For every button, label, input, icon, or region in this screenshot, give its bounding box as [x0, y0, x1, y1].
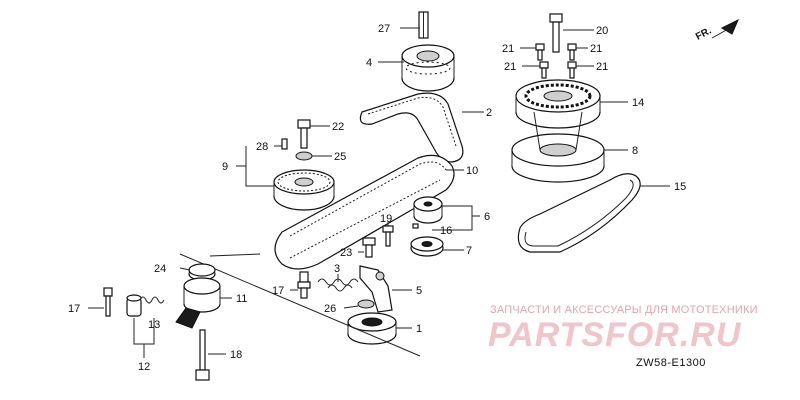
callout-18: 18 [230, 349, 242, 361]
callout-7: 7 [466, 245, 472, 257]
watermark-tagline: ЗАПЧАСТИ И АКСЕССУАРЫ ДЛЯ МОТОТЕХНИКИ [490, 304, 758, 316]
callout-2: 2 [486, 107, 492, 119]
callout-1: 1 [416, 323, 422, 335]
leader-lines [88, 27, 670, 358]
callout-6: 6 [484, 211, 490, 223]
part-14-cooling-fan [515, 79, 601, 129]
callout-25: 25 [334, 151, 346, 163]
callout-11: 11 [236, 293, 247, 305]
part-17-bolt-left [103, 287, 113, 317]
part-5-tensioner-arm [359, 265, 393, 313]
part-22-bolt [297, 119, 311, 149]
part-17-bolt-middle [297, 271, 311, 299]
part-27-pin [418, 11, 429, 39]
callout-21-a: 21 [502, 43, 514, 55]
callout-14: 14 [632, 97, 644, 109]
part-21-bolts [535, 43, 577, 79]
callout-5: 5 [416, 285, 422, 297]
callout-9: 9 [222, 161, 228, 173]
part-25-washer [295, 151, 313, 161]
part-6-gear [413, 196, 443, 224]
callout-16: 16 [440, 225, 452, 237]
part-28-pin [281, 138, 288, 150]
part-2-timing-belt [359, 92, 464, 163]
callout-17-left: 17 [68, 303, 80, 315]
part-11-tensioner [175, 277, 221, 329]
callout-22: 22 [332, 121, 344, 133]
part-15-v-belt [517, 173, 641, 253]
callout-13: 13 [148, 319, 160, 331]
watermark-logo: PARTSFOR.RU [488, 316, 742, 354]
callout-27: 27 [378, 23, 390, 35]
part-16-key [412, 223, 419, 229]
diagram-code: ZW58-E1300 [636, 357, 706, 369]
front-direction-arrow-icon [711, 18, 739, 39]
callout-21-b: 21 [590, 43, 602, 55]
part-26-washer [357, 299, 375, 309]
callout-8: 8 [632, 145, 638, 157]
part-7-gear [410, 236, 444, 257]
callout-10: 10 [466, 165, 478, 177]
part-19-bolt [382, 225, 394, 247]
part-18-bolt [195, 329, 210, 381]
part-23-bolt [362, 237, 376, 258]
part-20-bolt [549, 13, 563, 53]
callout-12: 12 [138, 361, 150, 373]
assembly-outline [179, 253, 421, 357]
part-9-gear-assembly [273, 169, 335, 211]
callout-4: 4 [366, 57, 372, 69]
callout-26: 26 [324, 303, 336, 315]
callout-19: 19 [380, 213, 392, 225]
part-13-collar [126, 294, 142, 317]
callout-21-d: 21 [596, 61, 608, 73]
callout-20: 20 [596, 25, 608, 37]
callout-28: 28 [256, 141, 268, 153]
callout-15: 15 [674, 181, 686, 193]
callout-21-c: 21 [504, 61, 516, 73]
callout-3: 3 [334, 263, 340, 275]
callout-24: 24 [154, 263, 166, 275]
part-12-spring [139, 296, 165, 304]
part-4-timing-pulley [401, 44, 455, 92]
callout-23: 23 [340, 247, 352, 259]
part-8-drive-pulley [511, 111, 605, 183]
part-10-timing-belt [274, 154, 455, 270]
callout-17-middle: 17 [272, 285, 284, 297]
